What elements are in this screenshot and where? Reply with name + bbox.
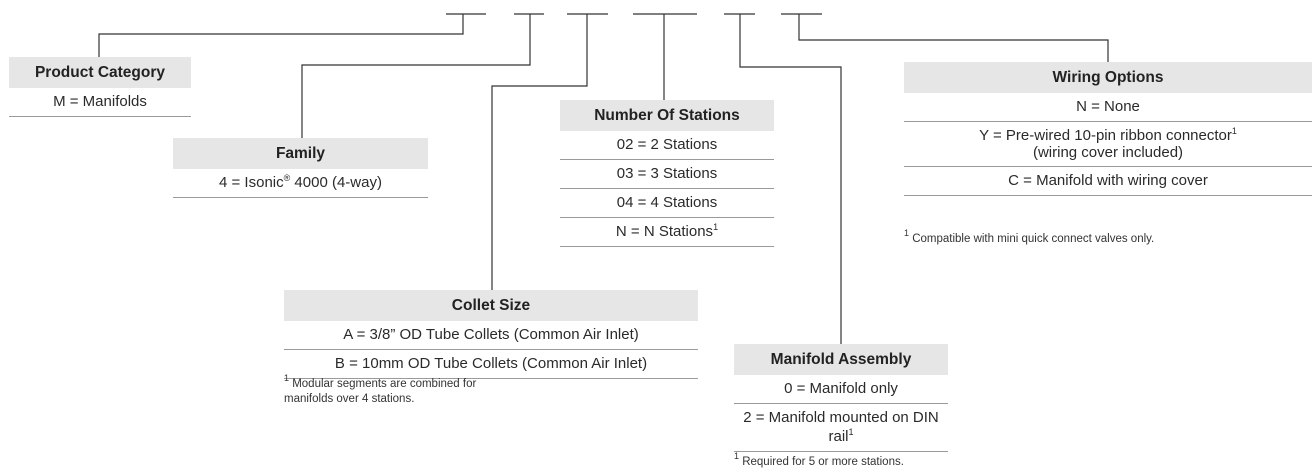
- stations-option-02: 02 = 2 Stations: [560, 131, 774, 160]
- manifold-assembly-footnote: 1 Required for 5 or more stations.: [734, 451, 904, 469]
- collet-option-b: B = 10mm OD Tube Collets (Common Air Inl…: [284, 350, 698, 379]
- manifold-assembly-title: Manifold Assembly: [734, 344, 948, 375]
- wiring-options-table: Wiring Options N = None Y = Pre-wired 10…: [904, 62, 1312, 196]
- connector-wiring-options: [798, 14, 1109, 62]
- assembly-option-0: 0 = Manifold only: [734, 375, 948, 404]
- stations-option-n: N = N Stations1: [560, 218, 774, 247]
- number-of-stations-table: Number Of Stations 02 = 2 Stations 03 = …: [560, 100, 774, 247]
- stations-option-03: 03 = 3 Stations: [560, 160, 774, 189]
- collet-size-footnote: 1 Modular segments are combined for mani…: [284, 373, 477, 406]
- product-category-title: Product Category: [9, 57, 191, 88]
- family-option-4: 4 = Isonic® 4000 (4-way): [173, 169, 428, 198]
- product-category-option-m: M = Manifolds: [9, 88, 191, 117]
- wiring-options-footnote: 1 Compatible with mini quick connect val…: [904, 228, 1155, 246]
- wiring-option-n: N = None: [904, 93, 1312, 122]
- collet-size-title: Collet Size: [284, 290, 698, 321]
- wiring-options-title: Wiring Options: [904, 62, 1312, 93]
- number-of-stations-title: Number Of Stations: [560, 100, 774, 131]
- family-table: Family 4 = Isonic® 4000 (4-way): [173, 138, 428, 198]
- collet-size-table: Collet Size A = 3/8” OD Tube Collets (Co…: [284, 290, 698, 379]
- wiring-option-y: Y = Pre-wired 10-pin ribbon connector1 (…: [904, 122, 1312, 167]
- assembly-option-2: 2 = Manifold mounted on DIN rail1: [734, 404, 948, 452]
- connector-collet-size: [491, 14, 588, 290]
- stations-option-04: 04 = 4 Stations: [560, 189, 774, 218]
- connector-family: [301, 14, 531, 138]
- product-category-table: Product Category M = Manifolds: [9, 57, 191, 117]
- manifold-assembly-table: Manifold Assembly 0 = Manifold only 2 = …: [734, 344, 948, 452]
- family-title: Family: [173, 138, 428, 169]
- collet-option-a: A = 3/8” OD Tube Collets (Common Air Inl…: [284, 321, 698, 350]
- connector-product-category: [98, 14, 464, 57]
- wiring-option-c: C = Manifold with wiring cover: [904, 167, 1312, 196]
- connector-manifold-assembly: [739, 14, 842, 344]
